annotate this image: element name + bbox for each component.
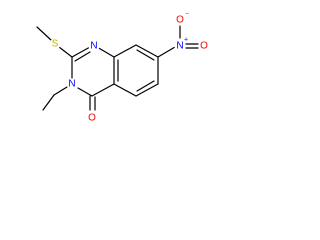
- bond-n1-c8a: [96, 46, 115, 58]
- svg-text:O: O: [200, 41, 208, 52]
- bond-c8-c7-double: [136, 49, 155, 61]
- atom-n3: N: [66, 78, 78, 90]
- atom-sulfur: S: [49, 38, 61, 50]
- molecule-structure: S N N O N + O − O: [36, 11, 210, 124]
- bond-s-c2: [58, 46, 73, 58]
- svg-text:N: N: [90, 41, 97, 52]
- bond-c8a-c8: [113, 44, 137, 58]
- bond-c2-n1-double: [74, 51, 91, 62]
- svg-text:O: O: [88, 113, 96, 124]
- bond-c6-c5-double: [136, 80, 155, 92]
- nitro-nitrogen-charge: +: [184, 37, 188, 44]
- nitro-oxygen-charge: −: [185, 11, 189, 18]
- svg-text:N: N: [68, 79, 75, 90]
- bond-ch2-ch3: [42, 94, 55, 111]
- bond-ch3-s: [36, 26, 52, 41]
- atom-nitro-nitrogen: N +: [174, 37, 188, 52]
- bond-c4a-c4: [91, 83, 115, 97]
- atom-nitro-oxygen-top: O −: [174, 11, 189, 26]
- atom-n1: N: [88, 40, 100, 52]
- bond-c4-n3: [77, 87, 93, 97]
- bond-c2-n1: [71, 46, 91, 58]
- svg-text:N: N: [176, 41, 183, 52]
- bond-c7-nnitro: [157, 46, 176, 58]
- svg-text:O: O: [176, 15, 184, 26]
- svg-text:S: S: [52, 39, 59, 50]
- bond-c8-c7: [135, 44, 159, 58]
- atom-nitro-oxygen-side: O: [198, 40, 210, 52]
- bond-c5-c4a: [113, 83, 137, 97]
- bond-n3-ch2: [53, 86, 68, 96]
- bond-c6-c5: [135, 83, 159, 97]
- atom-carbonyl-oxygen: O: [86, 112, 98, 124]
